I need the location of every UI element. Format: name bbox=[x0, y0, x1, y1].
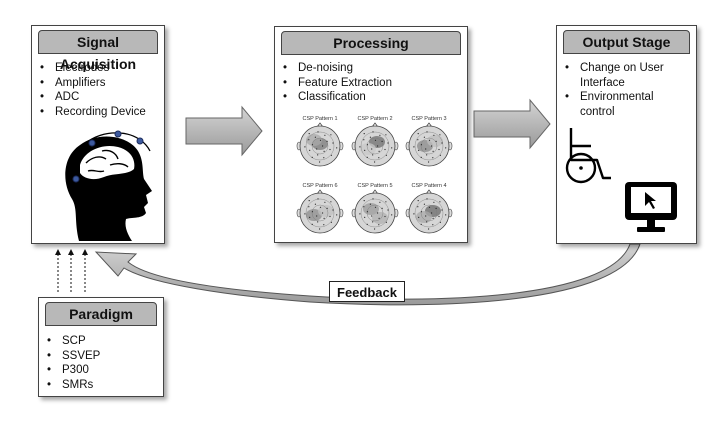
list-item: Environmental control bbox=[563, 90, 691, 119]
list-item: P300 bbox=[45, 363, 100, 378]
head-with-electrodes-icon bbox=[65, 130, 152, 241]
flow-arrow-acquisition-to-processing bbox=[185, 105, 263, 157]
processing-panel: Processing De-noising Feature Extraction… bbox=[274, 26, 468, 243]
csp-pattern-grid: CSP Pattern 1 CSP Pattern 2 CSP Pattern … bbox=[296, 116, 453, 234]
flow-arrow-processing-to-output bbox=[473, 98, 551, 150]
list-item: Amplifiers bbox=[38, 76, 146, 91]
output-stage-title: Output Stage bbox=[563, 30, 690, 54]
list-item: SCP bbox=[45, 334, 100, 349]
csp-topomap bbox=[405, 122, 453, 167]
list-item: SSVEP bbox=[45, 349, 100, 364]
feedback-arrow bbox=[94, 243, 641, 306]
list-item: SMRs bbox=[45, 378, 100, 393]
paradigm-panel: Paradigm SCP SSVEP P300 SMRs bbox=[38, 297, 164, 397]
signal-acquisition-panel: Signal Acquisition Electrodes Amplifiers… bbox=[31, 25, 165, 244]
csp-topomap bbox=[296, 122, 344, 167]
csp-topomap bbox=[351, 122, 399, 167]
csp-title: CSP Pattern 1 bbox=[302, 116, 337, 122]
output-stage-panel: Output Stage Change on User Interface En… bbox=[556, 25, 697, 244]
signal-acquisition-list: Electrodes Amplifiers ADC Recording Devi… bbox=[38, 61, 146, 119]
list-item: Feature Extraction bbox=[281, 76, 392, 91]
list-item: Recording Device bbox=[38, 105, 146, 120]
wheelchair-icon bbox=[565, 128, 611, 184]
processing-title: Processing bbox=[281, 31, 461, 55]
computer-monitor-icon bbox=[625, 182, 677, 232]
list-item: De-noising bbox=[281, 61, 392, 76]
csp-topomap bbox=[351, 189, 399, 234]
list-item: ADC bbox=[38, 90, 146, 105]
list-item: Classification bbox=[281, 90, 392, 105]
list-item: Change on User Interface bbox=[563, 61, 691, 90]
csp-title: CSP Pattern 4 bbox=[411, 183, 446, 189]
csp-title: CSP Pattern 5 bbox=[357, 183, 392, 189]
csp-title: CSP Pattern 2 bbox=[357, 116, 392, 122]
csp-title: CSP Pattern 6 bbox=[302, 183, 337, 189]
processing-list: De-noising Feature Extraction Classifica… bbox=[281, 61, 392, 105]
output-stage-list: Change on User Interface Environmental c… bbox=[563, 61, 691, 119]
csp-topomap bbox=[296, 189, 344, 234]
paradigm-list: SCP SSVEP P300 SMRs bbox=[45, 334, 100, 392]
csp-topomap bbox=[405, 189, 453, 234]
signal-acquisition-title: Signal Acquisition bbox=[38, 30, 158, 72]
paradigm-title: Paradigm bbox=[45, 302, 157, 326]
csp-title: CSP Pattern 3 bbox=[411, 116, 446, 122]
feedback-label: Feedback bbox=[329, 281, 405, 302]
list-item: Electrodes bbox=[38, 61, 146, 76]
